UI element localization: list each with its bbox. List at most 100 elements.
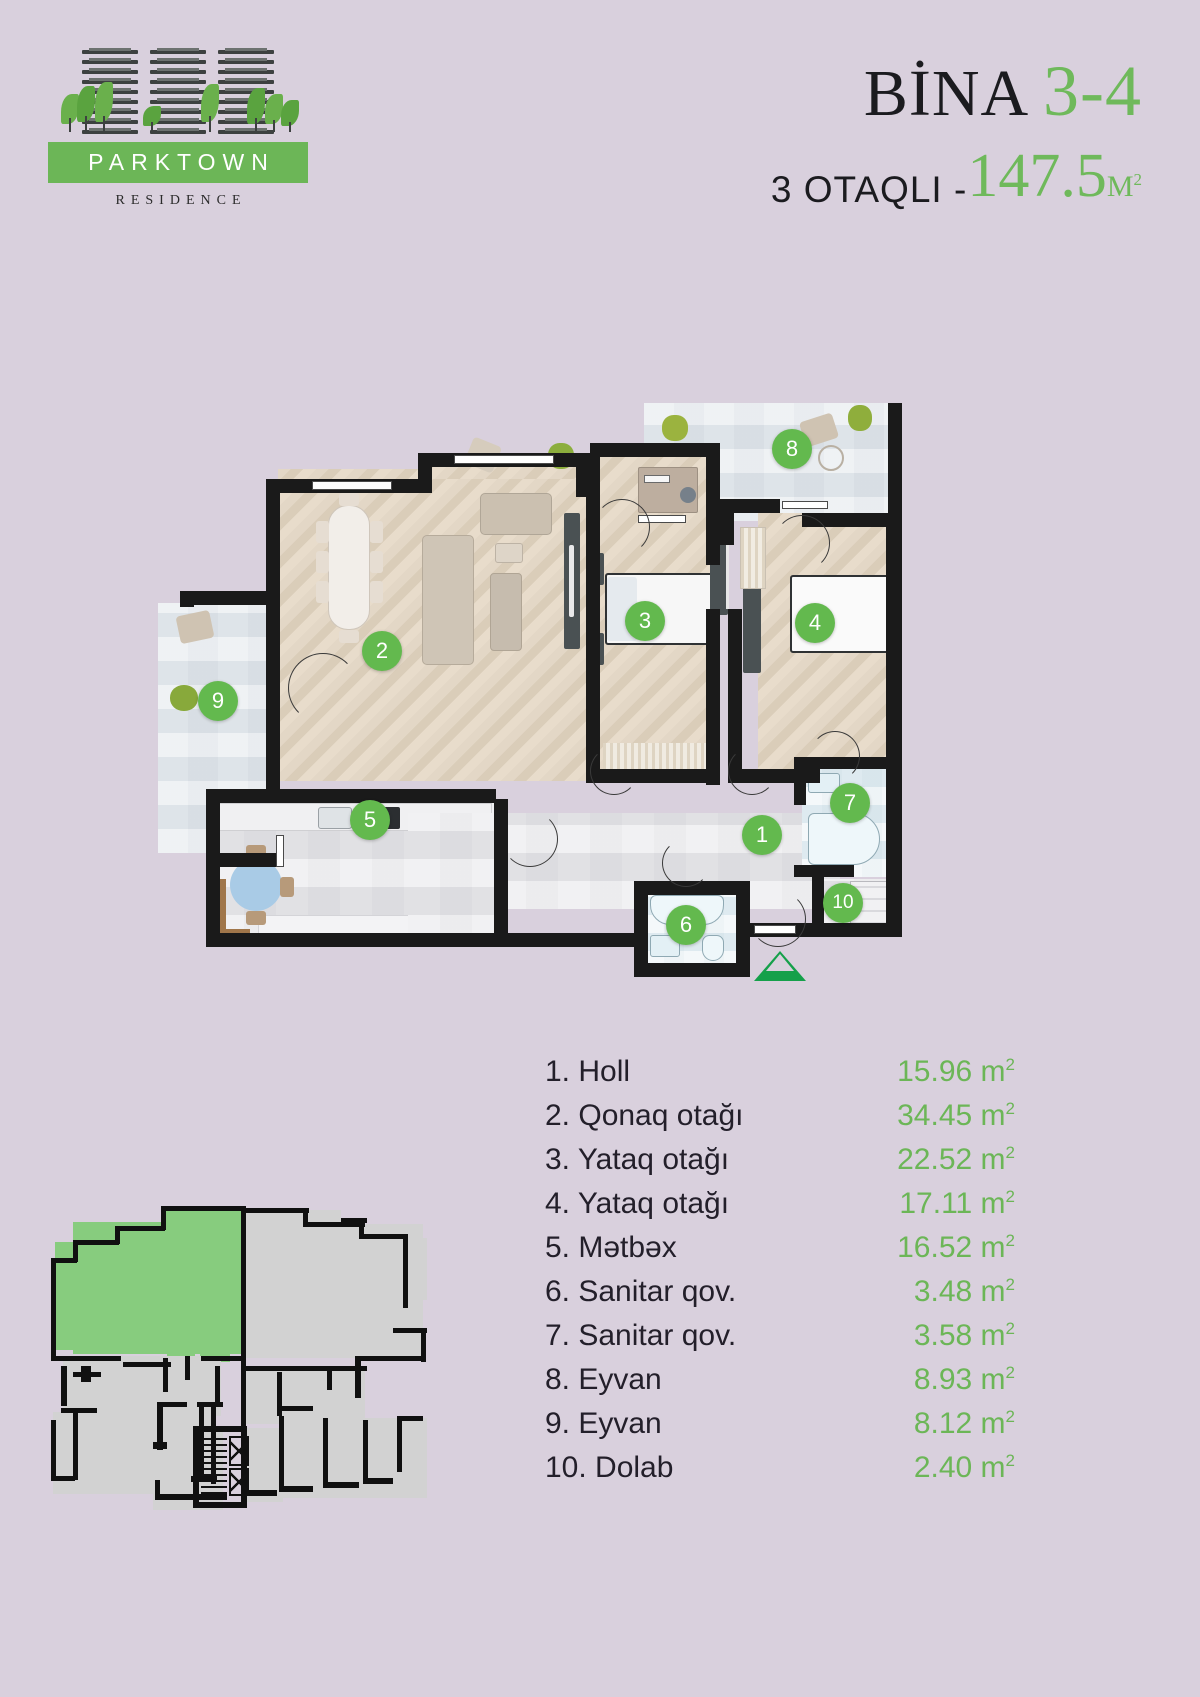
wall: [206, 789, 220, 947]
keyplan-wall: [73, 1416, 78, 1480]
legend-value: 3.48 m2: [914, 1275, 1015, 1309]
keyplan-wall: [157, 1402, 187, 1407]
room-badge-10[interactable]: 10: [823, 883, 863, 923]
dining-chair: [316, 581, 329, 603]
keyplan-wall: [403, 1234, 408, 1308]
keyplan-wall: [201, 1356, 243, 1361]
room-badge-1[interactable]: 1: [742, 815, 782, 855]
legend-area: 17.11 m: [899, 1187, 1006, 1220]
keyplan-wall: [359, 1234, 407, 1239]
wall: [586, 453, 600, 783]
keyplan-wall: [115, 1226, 120, 1244]
legend-value: 2.40 m2: [914, 1451, 1015, 1485]
room-badge-8[interactable]: 8: [772, 429, 812, 469]
keyplan-other-unit: [405, 1238, 427, 1300]
window: [312, 481, 392, 490]
keyplan-wall: [61, 1408, 97, 1413]
door-arc: [590, 747, 638, 795]
dining-table: [328, 505, 370, 630]
wall: [378, 789, 496, 803]
legend-row: 10. Dolab 2.40 m2: [545, 1451, 1015, 1495]
wardrobe-4: [743, 581, 761, 673]
keyplan-wall: [197, 1402, 223, 1407]
door-arc: [774, 515, 830, 571]
room-badge-7[interactable]: 7: [830, 783, 870, 823]
total-area-value: 147.5: [967, 142, 1107, 210]
brand-subtitle: RESIDENCE: [115, 193, 247, 208]
plant-pot-balcony8-right: [848, 405, 872, 431]
keyplan-wall: [297, 1366, 367, 1371]
door-arc: [810, 731, 860, 781]
keyplan-wall: [51, 1476, 75, 1481]
entrance-arrow-notch: [766, 954, 794, 971]
keyplan-other-unit: [245, 1366, 365, 1424]
plant-pot-balcony8: [662, 415, 688, 441]
wall: [706, 443, 720, 565]
wall: [494, 933, 646, 947]
room-badge-4[interactable]: 4: [795, 603, 835, 643]
legend-row: 4. Yataq otağı 17.11 m2: [545, 1187, 1015, 1231]
room-1-hall-left-ext: [408, 813, 498, 943]
legend-area: 3.58 m: [913, 1319, 1006, 1352]
floor-plan-drawing: 1 2 3 4 5 6 7 8 9 10: [150, 395, 910, 995]
keyplan-wall: [51, 1258, 56, 1360]
door-arc: [502, 811, 558, 867]
legend-value: 15.96 m2: [897, 1055, 1015, 1089]
legend-value: 34.45 m2: [897, 1099, 1015, 1133]
legend-row: 1. Holl 15.96 m2: [545, 1055, 1015, 1099]
kitchen-table: [230, 859, 282, 911]
dining-chair: [370, 521, 383, 543]
keyplan-wall: [277, 1406, 313, 1411]
room-count-label: 3 OTAQLI -: [770, 169, 968, 210]
legend-label: 8. Eyvan: [545, 1363, 662, 1396]
room-badge-6[interactable]: 6: [666, 905, 706, 945]
room-badge-9[interactable]: 9: [198, 681, 238, 721]
door-arc: [728, 747, 776, 795]
legend-area: 22.52 m: [897, 1143, 1006, 1176]
room-badge-2[interactable]: 2: [362, 631, 402, 671]
keyplan-lift-shaft: [229, 1468, 249, 1496]
legend-label: 9. Eyvan: [545, 1407, 662, 1440]
legend-area: 8.93 m: [913, 1363, 1006, 1396]
brand-name: PARKTOWN: [48, 142, 308, 183]
keyplan-wall: [355, 1356, 425, 1361]
keyplan-wall: [393, 1328, 427, 1333]
curtain-4: [740, 527, 766, 589]
legend-area-exp: 2: [1005, 1363, 1015, 1382]
brand-logo: PARKTOWN RESIDENCE: [48, 38, 308, 209]
keyplan-wall: [397, 1416, 423, 1421]
legend-value: 16.52 m2: [897, 1231, 1015, 1265]
kitchen-chair: [246, 911, 266, 925]
wall: [718, 499, 780, 513]
kitchen-sink: [318, 807, 352, 829]
kitchen-chair: [280, 877, 294, 897]
keyplan-wall: [155, 1480, 160, 1500]
legend-row: 6. Sanitar qov. 3.48 m2: [545, 1275, 1015, 1319]
legend-value: 3.58 m2: [914, 1319, 1015, 1353]
wall: [206, 933, 506, 947]
legend-row: 2. Qonaq otağı 34.45 m2: [545, 1099, 1015, 1143]
legend-label: 2. Qonaq otağı: [545, 1099, 744, 1132]
wall: [180, 591, 280, 605]
window: [454, 455, 554, 464]
legend-area-exp: 2: [1005, 1055, 1015, 1074]
door-arc: [288, 653, 358, 723]
desk-3-monitor: [644, 475, 670, 483]
legend-value: 8.93 m2: [914, 1363, 1015, 1397]
legend-label: 4. Yataq otağı: [545, 1187, 730, 1220]
keyplan-wall: [241, 1206, 246, 1364]
room-badge-5[interactable]: 5: [350, 800, 390, 840]
dining-chair: [339, 630, 359, 643]
legend-area: 2.40 m: [913, 1451, 1006, 1484]
keyplan-wall: [163, 1358, 168, 1392]
dining-chair: [370, 551, 383, 573]
wall: [418, 453, 432, 483]
room-badge-3[interactable]: 3: [625, 601, 665, 641]
desk-3-chair: [680, 487, 696, 503]
keyplan-wall: [161, 1206, 166, 1230]
page-title: BİNA 3-4 3 OTAQLI -147.5M2: [771, 55, 1142, 208]
wall: [706, 609, 720, 785]
keyplan-wall: [73, 1408, 78, 1420]
door-arc: [750, 891, 806, 947]
keyplan-wall: [363, 1478, 393, 1484]
